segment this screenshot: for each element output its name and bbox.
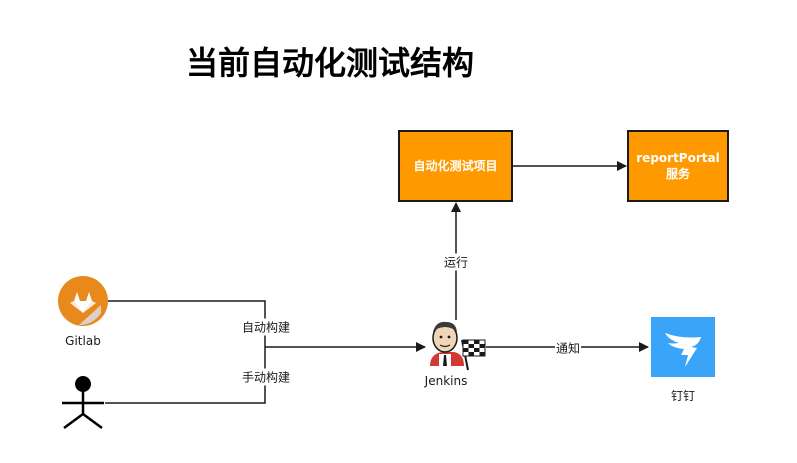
diagram-title: 当前自动化测试结构 (186, 44, 475, 82)
edge-label-auto-build: 自动构建 (240, 318, 292, 336)
stick-figure-icon[interactable] (60, 374, 106, 430)
dingtalk-icon[interactable] (651, 317, 715, 377)
gitlab-icon[interactable] (57, 275, 109, 327)
edge-user-jenkins (105, 347, 266, 404)
node-report-portal[interactable]: reportPortal 服务 (627, 130, 729, 202)
edge-label-notify: 通知 (554, 339, 582, 357)
edge-label-manual-build: 手动构建 (240, 368, 292, 386)
node-auto-test-project-label: 自动化测试项目 (413, 159, 498, 173)
node-gitlab-label: Gitlab (65, 334, 101, 348)
node-auto-test-project[interactable]: 自动化测试项目 (398, 130, 513, 202)
node-report-portal-line2: 服务 (665, 167, 690, 181)
node-report-portal-line1: reportPortal (636, 151, 720, 165)
node-dingtalk-label: 钉钉 (670, 389, 696, 403)
jenkins-icon[interactable] (424, 318, 488, 374)
node-jenkins-label: Jenkins (424, 374, 468, 388)
edge-label-run: 运行 (442, 253, 470, 271)
